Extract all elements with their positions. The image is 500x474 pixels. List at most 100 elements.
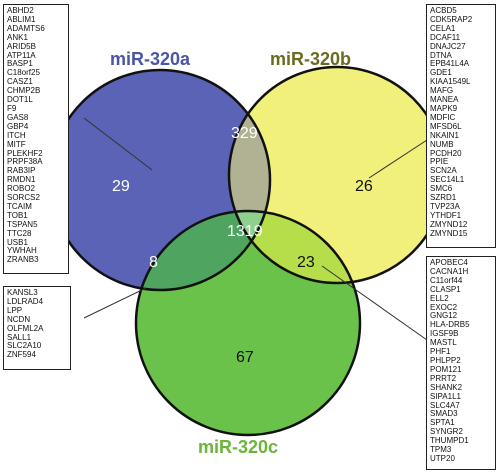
gene-item: F9	[7, 103, 17, 113]
gene-item: ARID5B	[7, 41, 36, 51]
gene-item: YWHAH	[7, 246, 37, 256]
gene-item: SALL1	[7, 332, 32, 342]
gene-item: YTHDF1	[430, 210, 462, 220]
gene-item: RMDN1	[7, 175, 36, 185]
gene-item: PPIE	[430, 157, 449, 167]
gene-item: BASP1	[7, 59, 33, 69]
count-c-only: 67	[236, 349, 254, 366]
gene-item: ZMYND15	[430, 228, 468, 238]
gene-item: ZNF594	[7, 350, 36, 360]
gene-item: RAB3IP	[7, 166, 36, 176]
gene-item: NCDN	[7, 314, 31, 324]
gene-item: MAPK9	[430, 103, 458, 113]
count-a-only: 29	[112, 178, 130, 195]
gene-item: TPM3	[430, 445, 452, 455]
gene-item: PCDH20	[430, 148, 462, 158]
gene-item: MANEA	[430, 95, 459, 105]
gene-item: KANSL3	[7, 288, 38, 297]
gene-item: ABHD2	[7, 6, 34, 15]
gene-item: MDFIC	[430, 112, 456, 122]
gene-item: GDE1	[430, 68, 452, 78]
gene-item: THUMPD1	[430, 436, 469, 446]
gene-item: SPTA1	[430, 418, 455, 428]
gene-item: USB1	[7, 237, 28, 247]
leader-line-bc	[321, 265, 428, 341]
leader-line-a	[83, 117, 153, 171]
gene-item: GAS8	[7, 112, 29, 122]
gene-item: SZRD1	[430, 193, 457, 203]
gene-item: LDLRAD4	[7, 296, 44, 306]
gene-item: SMC6	[430, 184, 453, 194]
gene-item: CLASP1	[430, 284, 461, 294]
gene-item: NKAIN1	[430, 130, 459, 140]
gene-item: UTP20	[430, 453, 455, 463]
gene-item: ACBD5	[430, 6, 457, 15]
gene-item: OLFML2A	[7, 323, 44, 333]
leader-line-ac	[83, 287, 147, 319]
gene-item: IGSF9B	[430, 329, 459, 339]
gene-item: PRRT2	[430, 373, 457, 383]
gene-item: TOB1	[7, 210, 28, 220]
gene-item: ITCH	[7, 130, 26, 140]
gene-item: KIAA1549L	[430, 77, 471, 87]
gene-item: ZRANB3	[7, 255, 39, 265]
gene-item: HLA-DRB5	[430, 320, 470, 330]
count-b-only: 26	[355, 178, 373, 195]
gene-item: SLC4A7	[430, 400, 460, 410]
gene-item: SMAD3	[430, 409, 458, 419]
gene-item: C11orf44	[430, 275, 463, 285]
gene-item: ATP11A	[7, 50, 36, 60]
gene-item: DOT1L	[7, 95, 33, 105]
gene-item: APOBEC4	[430, 258, 468, 267]
gene-item: CELA1	[430, 23, 456, 33]
set-title-mir-320c: miR-320c	[198, 437, 278, 457]
gene-item: GNG12	[430, 311, 458, 321]
gene-item: GBP4	[7, 121, 29, 131]
gene-item: CACNA1H	[430, 266, 469, 276]
leader-line-b	[368, 139, 428, 179]
gene-item: ELL2	[430, 293, 449, 303]
gene-item: MFSD6L	[430, 121, 462, 131]
gene-item: TTC28	[7, 228, 32, 238]
gene-item: DCAF11	[430, 32, 461, 42]
set-title-mir-320a: miR-320a	[110, 49, 191, 69]
region-ac	[136, 211, 270, 290]
gene-item: MASTL	[430, 338, 457, 348]
gene-item: SEC14L1	[430, 175, 465, 185]
gene-item: SIPA1L1	[430, 391, 461, 401]
gene-item: EPB41L4A	[430, 59, 470, 69]
gene-item: SCN2A	[430, 166, 457, 176]
gene-item: DNAJC27	[430, 41, 466, 51]
count-ab: 329	[231, 125, 258, 142]
region-bc	[229, 211, 360, 283]
gene-item: LPP	[7, 305, 23, 315]
gene-item: EXOC2	[430, 302, 458, 312]
gene-item: TSPAN5	[7, 219, 38, 229]
gene-item: SORCS2	[7, 193, 40, 203]
gene-item: PHLPP2	[430, 355, 461, 365]
gene-item: CASZ1	[7, 77, 33, 87]
gene-item: PHF1	[430, 347, 451, 357]
gene-item: ABLIM1	[7, 14, 36, 24]
count-bc: 23	[297, 254, 315, 271]
count-ac: 8	[149, 254, 158, 271]
gene-item: DTNA	[430, 50, 452, 60]
gene-item: SLC2A10	[7, 341, 42, 351]
gene-item: ANK1	[7, 32, 28, 42]
gene-item: TCAIM	[7, 201, 32, 211]
count-abc: 1319	[227, 223, 263, 240]
gene-item: C18orf25	[7, 68, 40, 78]
gene-item: PRPF38A	[7, 157, 43, 167]
gene-item: MAFG	[430, 86, 454, 96]
gene-item: SYNGR2	[430, 427, 463, 437]
gene-item: ROBO2	[7, 184, 36, 194]
set-title-mir-320b: miR-320b	[270, 49, 351, 69]
gene-item: NUMB	[430, 139, 454, 149]
gene-item: TVP23A	[430, 201, 460, 211]
gene-item: PLEKHF2	[7, 148, 43, 158]
